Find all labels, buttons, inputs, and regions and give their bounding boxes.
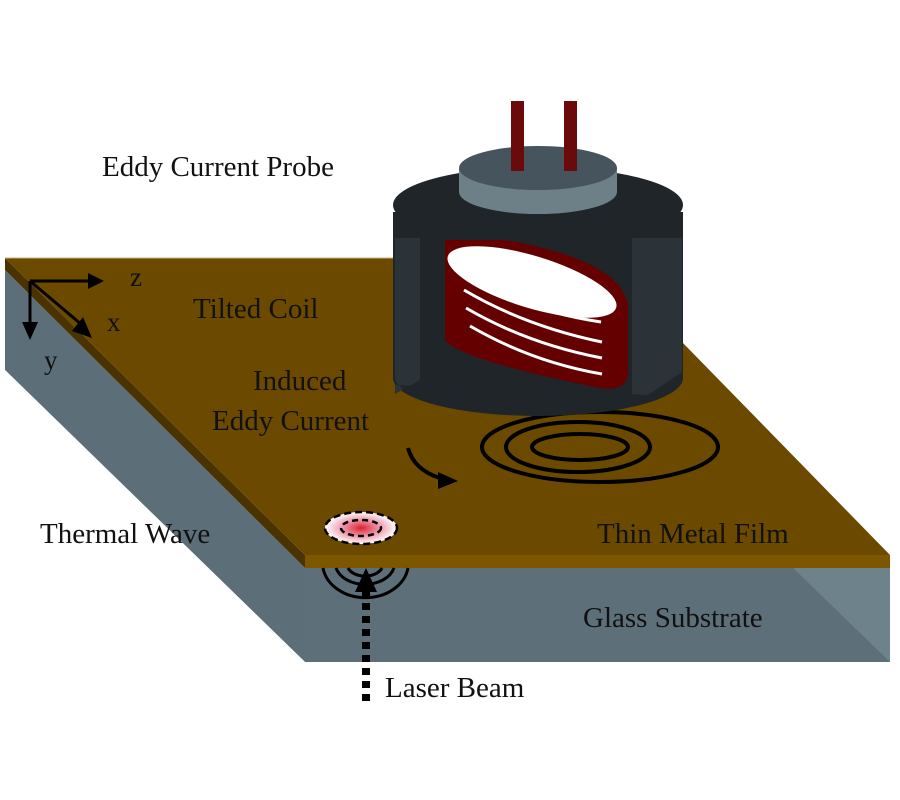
hot-spot-inner-ring — [339, 518, 383, 538]
probe-bottom-front — [395, 378, 648, 414]
axis-label-z: z — [130, 262, 142, 292]
coil-turn-4 — [469, 324, 603, 376]
axis-label-x: x — [107, 307, 121, 337]
label-induced: Induced — [253, 365, 347, 397]
probe-lead-right — [564, 101, 577, 171]
probe-cap-top — [459, 146, 617, 190]
glass-left-face — [5, 270, 305, 662]
probe-lead-left — [511, 101, 524, 171]
axis-label-y: y — [44, 345, 58, 375]
eddy-current-probe — [393, 101, 683, 416]
eddy-direction-arrow-icon — [438, 472, 458, 489]
glass-highlight — [793, 568, 890, 662]
glass-front-face — [305, 568, 890, 662]
laser-beam — [355, 568, 377, 705]
eddy-loop-middle — [504, 420, 652, 474]
coil-opening — [447, 246, 617, 318]
film-left-edge — [5, 258, 305, 568]
laser-arrow-icon — [355, 568, 377, 592]
x-axis-arrow-icon — [72, 317, 92, 338]
label-thin-metal-film: Thin Metal Film — [597, 518, 789, 550]
label-eddy-current: Eddy Current — [212, 405, 369, 437]
label-eddy-current-probe: Eddy Current Probe — [102, 151, 334, 183]
eddy-loop-inner — [530, 432, 630, 462]
label-glass-substrate: Glass Substrate — [583, 602, 763, 634]
film-front-edge — [305, 555, 890, 568]
hot-spot — [323, 510, 399, 546]
eddy-direction-arc — [406, 447, 441, 480]
z-axis-arrow-icon — [88, 273, 104, 289]
coordinate-axes: z x y — [22, 262, 142, 375]
label-laser-beam: Laser Beam — [385, 672, 525, 704]
thermal-wave-spot — [323, 510, 399, 546]
label-thermal-wave: Thermal Wave — [40, 518, 210, 550]
probe-cutaway-right — [632, 238, 682, 395]
probe-cutaway-left — [395, 238, 420, 394]
coil-turn-1 — [461, 270, 602, 324]
y-axis-arrow-icon — [22, 322, 38, 340]
coil-turn-3 — [465, 306, 603, 360]
tilted-coil — [445, 240, 628, 389]
glass-left-face-edge — [5, 370, 305, 665]
coil-turn-2 — [463, 288, 603, 344]
label-tilted-coil: Tilted Coil — [193, 293, 318, 325]
glass-substrate — [5, 270, 890, 665]
